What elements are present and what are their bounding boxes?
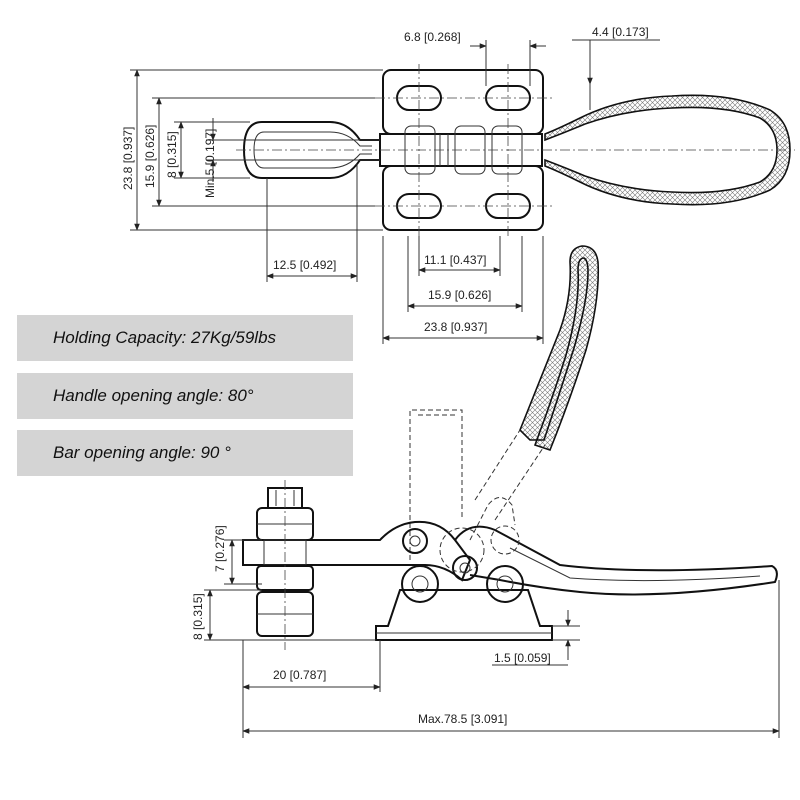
dim-12-5: 12.5 [0.492] <box>273 258 336 272</box>
pivot-pin <box>402 528 428 554</box>
pivot-pin <box>401 565 439 603</box>
spec-holding-capacity-text: Holding Capacity: 27Kg/59lbs <box>53 328 277 347</box>
spec-handle-angle-text: Handle opening angle: 80° <box>53 386 254 405</box>
spec-bar-angle: Bar opening angle: 90 ° <box>17 430 353 476</box>
handle-grip <box>544 94 791 206</box>
bottom-base-plate <box>382 165 544 231</box>
dim-1-5: 1.5 [0.059] <box>494 651 551 665</box>
dim-4-4: 4.4 [0.173] <box>592 25 649 39</box>
dim-23-8-vertical: 23.8 [0.937] <box>121 127 135 190</box>
dim-min5-vertical: Min.5 [0.197] <box>203 129 217 198</box>
dim-11-1: 11.1 [0.437] <box>424 253 487 267</box>
pivot-pin <box>486 565 524 603</box>
dim-15-9-vertical: 15.9 [0.626] <box>143 125 157 188</box>
side-view: 7 [0.276] 8 [0.315] 20 [0.787] 1.5 [0.05… <box>191 245 780 738</box>
dim-6-8: 6.8 [0.268] <box>404 30 461 44</box>
pivot-pin <box>452 555 478 581</box>
dim-8-vertical: 8 [0.315] <box>165 131 179 178</box>
dim-7-vertical: 7 [0.276] <box>213 525 227 572</box>
dim-max-length: Max.78.5 [3.091] <box>418 712 507 726</box>
open-bar-outline <box>409 409 463 560</box>
handle-closed <box>454 525 778 596</box>
base-bracket <box>375 589 553 641</box>
spec-holding-capacity: Holding Capacity: 27Kg/59lbs <box>17 315 353 361</box>
clamp-arm <box>242 520 472 582</box>
top-base-plate <box>382 69 544 135</box>
dim-8-side-vertical: 8 [0.315] <box>191 593 205 640</box>
spec-bar-angle-text: Bar opening angle: 90 ° <box>53 443 231 462</box>
dim-23-8-horizontal: 23.8 [0.937] <box>424 320 487 334</box>
open-handle-grip <box>519 245 600 451</box>
dim-15-9-horizontal: 15.9 [0.626] <box>428 288 491 302</box>
spec-handle-angle: Handle opening angle: 80° <box>17 373 353 419</box>
dim-20: 20 [0.787] <box>273 668 326 682</box>
top-view: 6.8 [0.268] 4.4 [0.173] 23.8 [0.937] 15.… <box>121 25 795 344</box>
